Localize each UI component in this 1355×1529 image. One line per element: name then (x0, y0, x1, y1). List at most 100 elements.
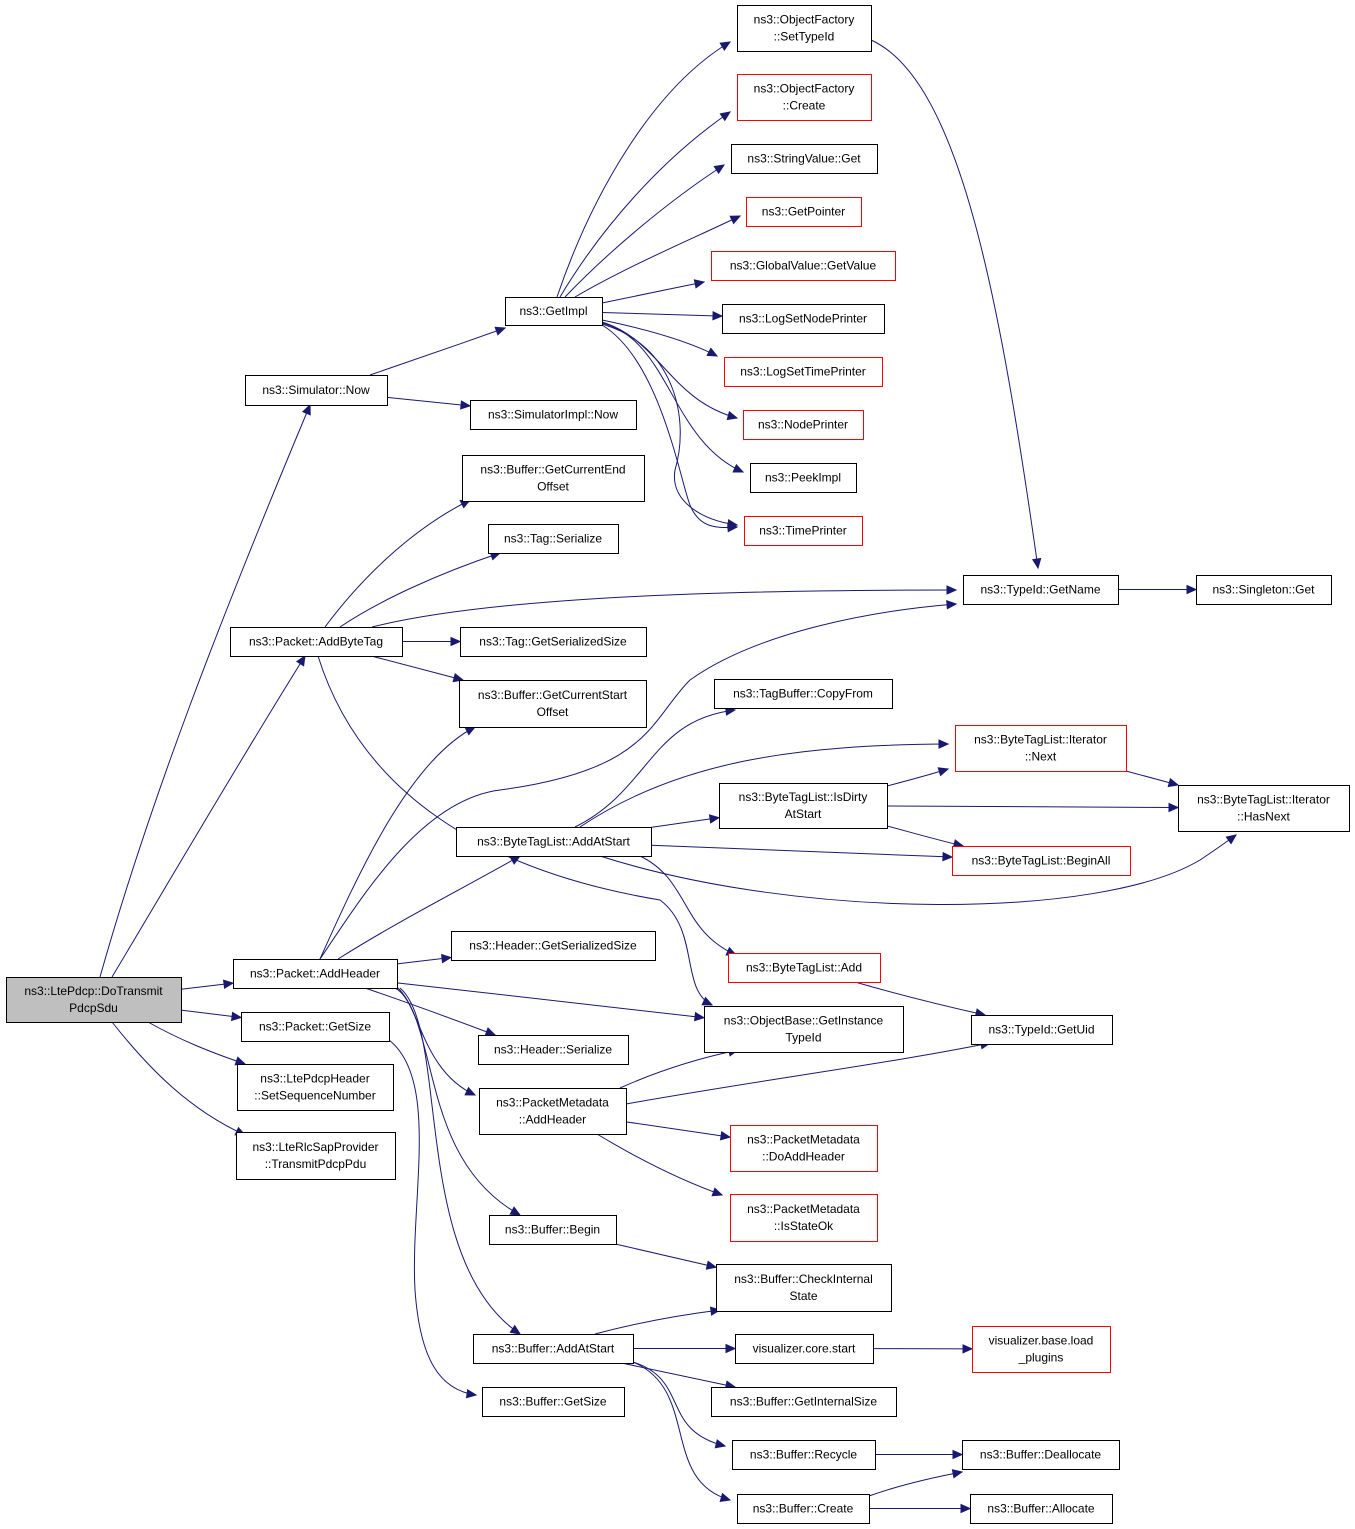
node-btliternext[interactable]: ns3::ByteTagList::Iterator::Next (955, 725, 1127, 772)
node-pmdoaddheader[interactable]: ns3::PacketMetadata::DoAddHeader (730, 1125, 878, 1172)
node-bufbegin[interactable]: ns3::Buffer::Begin (489, 1215, 617, 1245)
node-bufgetsize[interactable]: ns3::Buffer::GetSize (482, 1387, 625, 1417)
node-bufalloc[interactable]: ns3::Buffer::Allocate (970, 1494, 1113, 1524)
node-pktaddbytetag[interactable]: ns3::Packet::AddByteTag (230, 627, 403, 657)
node-peekimpl[interactable]: ns3::PeekImpl (750, 463, 857, 493)
edge-line (615, 1243, 717, 1268)
node-label: ns3::TimePrinter (759, 524, 847, 538)
node-taggetsersize[interactable]: ns3::Tag::GetSerializedSize (460, 627, 647, 657)
edge-bufaddatstart-to-bufcheckint (594, 1306, 722, 1335)
node-pdcphdrsetseq[interactable]: ns3::LtePdcpHeader::SetSequenceNumber (237, 1064, 394, 1111)
node-tagbufcopy[interactable]: ns3::TagBuffer::CopyFrom (714, 679, 893, 709)
node-label: ns3::Buffer::Begin (505, 1223, 600, 1237)
node-btladd[interactable]: ns3::ByteTagList::Add (728, 953, 881, 983)
node-pmaddheader[interactable]: ns3::PacketMetadata::AddHeader (479, 1088, 627, 1135)
node-label: ns3::GlobalValue::GetValue (730, 259, 877, 273)
node-label: ns3::Tag::Serialize (504, 532, 602, 546)
node-box (955, 725, 1127, 772)
edge-pktaddheader-to-objbasegetinst (396, 982, 706, 1022)
edge-pktaddheader-to-typeidgetname (319, 599, 958, 960)
edge-line (868, 1471, 963, 1497)
node-box (451, 931, 656, 961)
node-box (750, 463, 857, 493)
node-label: ns3::LteRlcSapProvider (252, 1140, 378, 1154)
edge-arrowhead (719, 1131, 732, 1141)
edge-arrowhead (709, 1306, 722, 1316)
node-nodeprinter[interactable]: ns3::NodePrinter (743, 410, 864, 440)
node-simimplnow[interactable]: ns3::SimulatorImpl::Now (470, 400, 637, 430)
node-simnow[interactable]: ns3::Simulator::Now (245, 375, 388, 406)
node-typeidgetuid[interactable]: ns3::TypeId::GetUid (971, 1015, 1113, 1045)
node-btladdatstart[interactable]: ns3::ByteTagList::AddAtStart (456, 827, 652, 857)
node-box (737, 5, 872, 52)
node-bufcreate[interactable]: ns3::Buffer::Create (737, 1494, 870, 1524)
edge-arrowhead (727, 522, 739, 533)
edge-arrowhead (1186, 584, 1198, 595)
node-btliterhasnext[interactable]: ns3::ByteTagList::Iterator::HasNext (1178, 785, 1350, 832)
node-label: ns3::ByteTagList::IsDirty (739, 790, 868, 804)
node-bufgetintsize[interactable]: ns3::Buffer::GetInternalSize (711, 1387, 897, 1417)
edge-line (632, 1361, 726, 1447)
edge-root-to-rlcsaptransmit (111, 1021, 247, 1136)
edge-arrowhead (1167, 777, 1180, 788)
node-tagser[interactable]: ns3::Tag::Serialize (488, 524, 619, 554)
node-logsettime[interactable]: ns3::LogSetTimePrinter (724, 357, 883, 387)
node-label: ns3::StringValue::Get (747, 152, 861, 166)
node-label: ns3::LogSetTimePrinter (740, 365, 866, 379)
edge-pktaddbytetag-to-bufcurstart (371, 655, 465, 683)
node-svget[interactable]: ns3::StringValue::Get (731, 144, 878, 174)
node-bufdealloc[interactable]: ns3::Buffer::Deallocate (962, 1440, 1120, 1470)
node-rlcsaptransmit[interactable]: ns3::LteRlcSapProvider::TransmitPdcpPdu (236, 1132, 396, 1180)
node-ofsettypeid[interactable]: ns3::ObjectFactory::SetTypeId (737, 5, 872, 52)
edge-line (601, 311, 723, 317)
node-bufrecycle[interactable]: ns3::Buffer::Recycle (732, 1440, 876, 1470)
edge-line (601, 323, 738, 526)
node-btlbeginall[interactable]: ns3::ByteTagList::BeginAll (952, 846, 1131, 876)
node-bufaddatstart[interactable]: ns3::Buffer::AddAtStart (473, 1334, 634, 1364)
edge-line (632, 1361, 731, 1501)
edge-line (317, 655, 713, 1006)
node-box (744, 516, 863, 546)
edge-arrowhead (714, 1439, 727, 1449)
node-label: ::SetSequenceNumber (254, 1089, 375, 1103)
node-typeidgetname[interactable]: ns3::TypeId::GetName (963, 575, 1119, 605)
edge-line (556, 41, 731, 298)
edge-pktaddbytetag-to-objbasegetinst (317, 655, 714, 1006)
node-box (1178, 785, 1350, 832)
node-pmisstateok[interactable]: ns3::PacketMetadata::IsStateOk (730, 1194, 878, 1242)
node-visloadplugins[interactable]: visualizer.base.load_plugins (972, 1326, 1111, 1373)
node-pktgetsize[interactable]: ns3::Packet::GetSize (241, 1012, 390, 1042)
node-box (505, 297, 603, 326)
node-visstart[interactable]: visualizer.core.start (735, 1334, 874, 1364)
node-label: visualizer.base.load (989, 1334, 1094, 1348)
node-timeprinter[interactable]: ns3::TimePrinter (744, 516, 863, 546)
node-label: ns3::GetImpl (519, 304, 587, 318)
node-getimpl[interactable]: ns3::GetImpl (505, 297, 603, 326)
node-box (488, 524, 619, 554)
edge-arrowhead (946, 599, 958, 610)
edge-btlisdirty-to-btliterhasnext (886, 802, 1180, 813)
node-logsetnode[interactable]: ns3::LogSetNodePrinter (722, 304, 885, 334)
node-singletonget[interactable]: ns3::Singleton::Get (1196, 575, 1332, 605)
edge-bufaddatstart-to-bufcreate (632, 1361, 732, 1502)
node-hdrser[interactable]: ns3::Header::Serialize (478, 1035, 629, 1065)
edge-pktgetsize-to-bufgetsize (388, 1039, 478, 1399)
node-box (716, 1264, 892, 1312)
node-getpointer[interactable]: ns3::GetPointer (746, 197, 862, 227)
node-gvgetvalue[interactable]: ns3::GlobalValue::GetValue (711, 251, 896, 281)
node-box (952, 846, 1131, 876)
node-box (746, 197, 862, 227)
node-pktaddheader[interactable]: ns3::Packet::AddHeader (233, 959, 398, 989)
node-box (482, 1387, 625, 1417)
edge-visstart-to-visloadplugins (872, 1344, 974, 1354)
node-hdrgetsersize[interactable]: ns3::Header::GetSerializedSize (451, 931, 656, 961)
edge-simnow-to-simimplnow (386, 396, 472, 410)
edge-pktaddheader-to-pmaddheader (394, 987, 477, 1096)
edge-line (396, 982, 705, 1019)
node-ofcreate[interactable]: ns3::ObjectFactory::Create (737, 74, 872, 121)
